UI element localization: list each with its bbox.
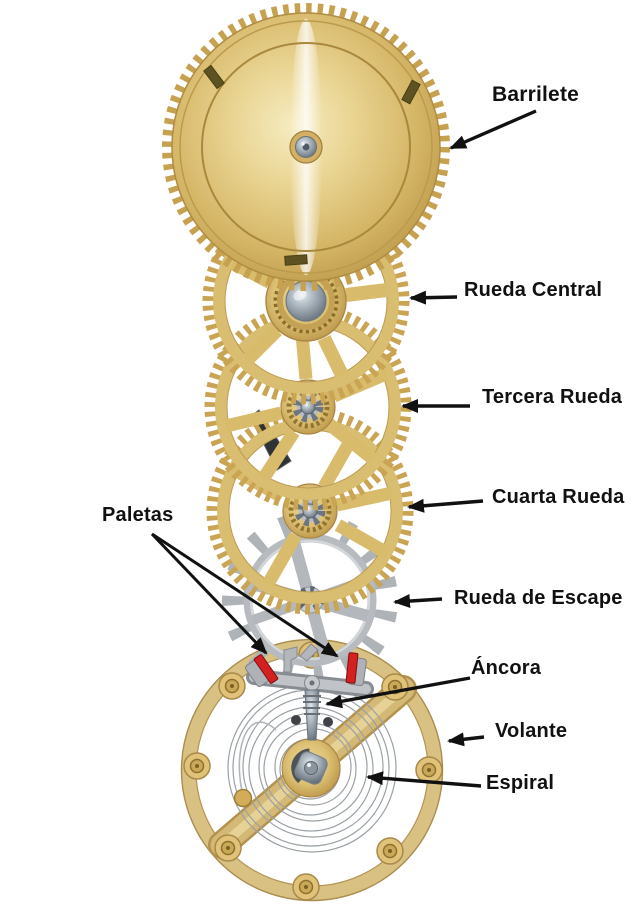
- cuarta-rueda-arrow: [407, 498, 484, 513]
- paletas-arrow-right: [151, 532, 339, 658]
- label-volante: Volante: [495, 720, 568, 742]
- barrel-teeth: [162, 3, 450, 291]
- balance-hub: [281, 738, 341, 798]
- label-ancora: Áncora: [471, 657, 542, 679]
- label-espiral: Espiral: [486, 772, 555, 794]
- pallet-jewel-right: [345, 652, 359, 684]
- label-tercera-rueda: Tercera Rueda: [482, 386, 623, 408]
- label-paletas: Paletas: [102, 504, 174, 526]
- pallet-jewel-left: [253, 654, 279, 684]
- barrilete-arrow: [449, 109, 537, 150]
- pallet-fork: [245, 643, 374, 741]
- ancora-arrow: [325, 676, 471, 709]
- label-barrilete: Barrilete: [492, 83, 580, 106]
- volante-arrow: [447, 732, 485, 747]
- espiral-arrow: [366, 771, 482, 788]
- screw: [381, 673, 409, 701]
- screw: [292, 873, 320, 901]
- screw: [183, 752, 211, 780]
- fork-horn-right: [299, 643, 319, 662]
- barrel-groove: [201, 42, 411, 252]
- paletas-arrow-left: [150, 532, 268, 655]
- rueda-escape-arrow: [393, 594, 443, 609]
- stem-dot-left: [291, 715, 301, 725]
- hairspring-stud: [233, 788, 253, 808]
- fork-stem: [291, 689, 333, 741]
- screw: [415, 756, 443, 784]
- fork-horn-left: [283, 646, 298, 673]
- rueda-central-arrow: [409, 290, 458, 305]
- barrel: [162, 3, 450, 291]
- center-wheel-teeth: [202, 197, 410, 405]
- annotation-arrows: [150, 109, 537, 788]
- barrel-notches: [203, 64, 421, 266]
- screw: [214, 834, 242, 862]
- label-rueda-de-escape: Rueda de Escape: [454, 587, 623, 609]
- label-cuarta-rueda: Cuarta Rueda: [492, 486, 625, 508]
- stem-dot-right: [323, 717, 333, 727]
- balance-screws: [183, 641, 443, 901]
- screw: [218, 672, 246, 700]
- label-rueda-central: Rueda Central: [464, 279, 603, 301]
- barrel-arbor: [289, 130, 323, 164]
- screw: [376, 837, 404, 865]
